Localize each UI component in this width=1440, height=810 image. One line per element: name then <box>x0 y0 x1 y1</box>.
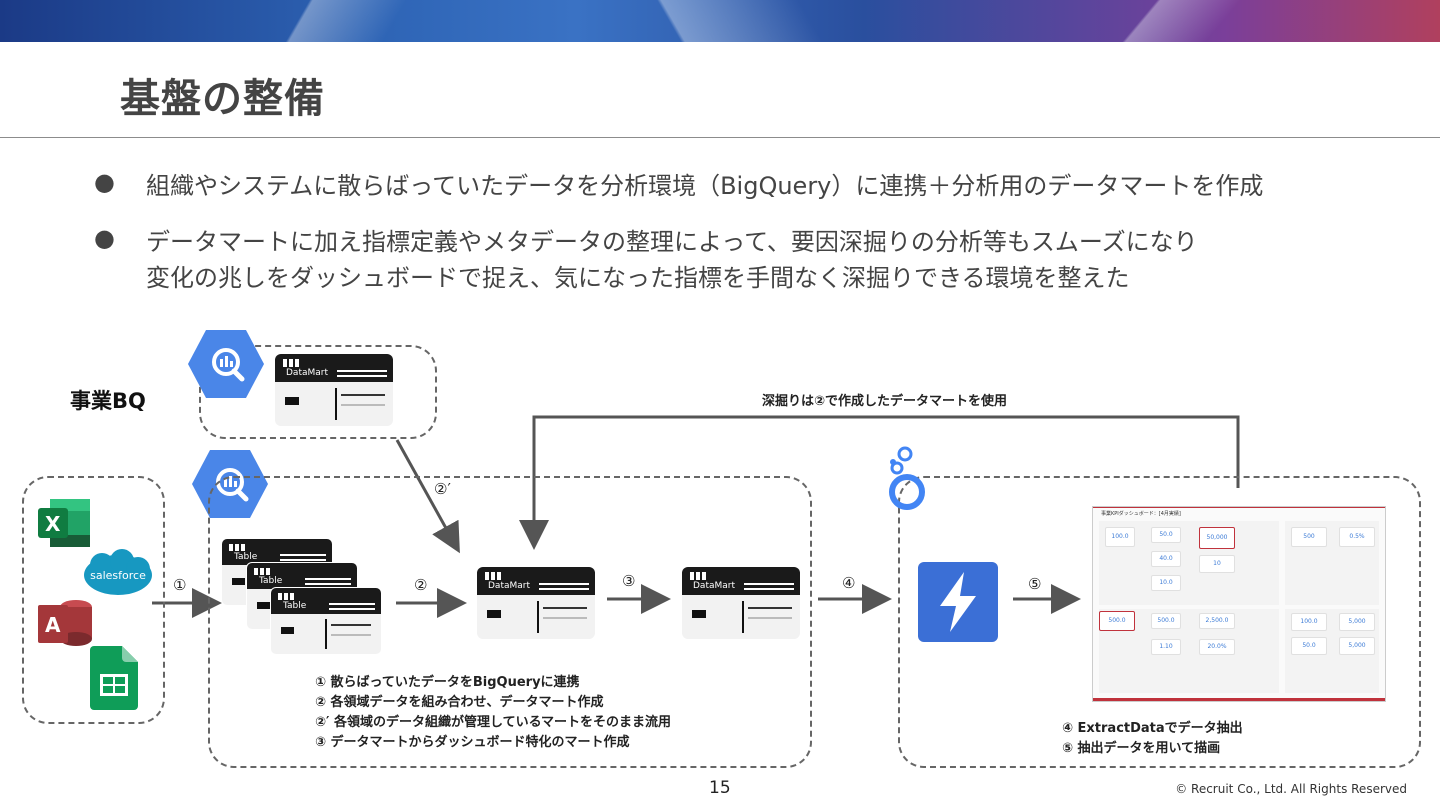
bullet-text: 組織やシステムに散らばっていたデータを分析環境（BigQuery）に連携＋分析用… <box>146 172 1264 200</box>
datamart-label: DataMart <box>488 581 530 591</box>
salesforce-text: salesforce <box>90 569 146 582</box>
datamart-card: DataMart <box>275 354 393 426</box>
access-icon: A <box>38 600 92 646</box>
kpi-value: 40.0 <box>1159 555 1173 562</box>
kpi-value: 10.0 <box>1159 579 1173 586</box>
bullet-text: データマートに加え指標定義やメタデータの整理によって、要因深掘りの分析等もスムー… <box>146 228 1198 256</box>
salesforce-icon: salesforce <box>84 549 152 595</box>
kpi-value: 50.0 <box>1159 531 1173 538</box>
bigquery-pipeline-group <box>208 476 812 768</box>
kpi-value: 0.5% <box>1349 533 1365 540</box>
kpi-value: 50.0 <box>1302 642 1316 649</box>
datamart-label: DataMart <box>693 581 735 591</box>
table-label: Table <box>283 601 307 611</box>
datamart-label: DataMart <box>286 368 328 378</box>
note-line: ③ データマートからダッシュボード特化のマート作成 <box>315 735 630 750</box>
visualization-group <box>898 476 1421 768</box>
page-number: 15 <box>709 778 731 798</box>
kpi-value: 50,000 <box>1206 534 1228 541</box>
extract-data-icon <box>918 562 998 642</box>
business-bq-label: 事業BQ <box>70 389 146 413</box>
note-line: ④ ExtractDataでデータ抽出 <box>1062 721 1243 736</box>
data-sources-group <box>22 476 165 724</box>
header-banner <box>0 0 1440 42</box>
google-sheets-icon <box>90 646 138 710</box>
kpi-value: 100.0 <box>1111 533 1129 540</box>
table-card: Table <box>271 588 381 654</box>
kpi-value: 5,000 <box>1348 642 1366 649</box>
title-divider <box>0 137 1440 138</box>
kpi-value: 10 <box>1213 560 1221 567</box>
dashboard-thumbnail: 事業KPIダッシュボード：[4月実績] 100.0 50.0 40.0 10.0… <box>1092 506 1386 702</box>
bullet-text: 変化の兆しをダッシュボードで捉え、気になった指標を手間なく深掘りできる環境を整え… <box>146 264 1130 292</box>
bigquery-icon <box>188 330 264 398</box>
note-line: ① 散らばっていたデータをBigQueryに連携 <box>315 675 580 690</box>
arrow-step2-prime <box>395 439 460 554</box>
note-line: ⑤ 抽出データを用いて描画 <box>1062 741 1221 756</box>
datamart-card: DataMart <box>477 567 595 639</box>
svg-text:X: X <box>45 512 61 536</box>
bq-notes: ① 散らばっていたデータをBigQueryに連携 ② 各領域データを組み合わせ、… <box>315 673 671 753</box>
step-label-4: ④ <box>842 574 856 592</box>
drilldown-caption: 深掘りは②で作成したデータマートを使用 <box>762 394 1008 409</box>
step-label-2: ② <box>414 576 428 594</box>
note-line: ② 各領域データを組み合わせ、データマート作成 <box>315 695 604 710</box>
kpi-value: 20.0% <box>1207 643 1227 650</box>
bullet-dot: ● <box>94 168 115 196</box>
kpi-value: 2,500.0 <box>1205 617 1229 624</box>
table-label: Table <box>259 576 283 586</box>
copyright: © Recruit Co., Ltd. All Rights Reserved <box>1175 782 1407 796</box>
step-label-3: ③ <box>622 572 636 590</box>
note-line: ②′ 各領域のデータ組織が管理しているマートをそのまま流用 <box>315 715 672 730</box>
step-label-2-prime: ②′ <box>434 480 451 498</box>
table-label: Table <box>234 552 258 562</box>
excel-icon: X <box>38 499 90 547</box>
kpi-value: 500.0 <box>1108 617 1126 624</box>
step-label-1: ① <box>173 576 187 594</box>
bullet-dot: ● <box>94 224 115 252</box>
viz-notes: ④ ExtractDataでデータ抽出 ⑤ 抽出データを用いて描画 <box>1062 719 1243 759</box>
datamart-card: DataMart <box>682 567 800 639</box>
drilldown-return-line <box>519 415 1240 550</box>
kpi-value: 500.0 <box>1157 617 1175 624</box>
kpi-value: 100.0 <box>1300 618 1318 625</box>
business-bq-group <box>199 345 437 439</box>
kpi-value: 500 <box>1303 533 1315 540</box>
kpi-value: 5,000 <box>1348 618 1366 625</box>
kpi-value: 1.10 <box>1159 643 1173 650</box>
page-title: 基盤の整備 <box>120 76 325 122</box>
looker-studio-icon <box>889 446 925 510</box>
svg-text:A: A <box>45 613 61 637</box>
dashboard-title: 事業KPIダッシュボード：[4月実績] <box>1101 511 1181 517</box>
step-label-5: ⑤ <box>1028 575 1042 593</box>
